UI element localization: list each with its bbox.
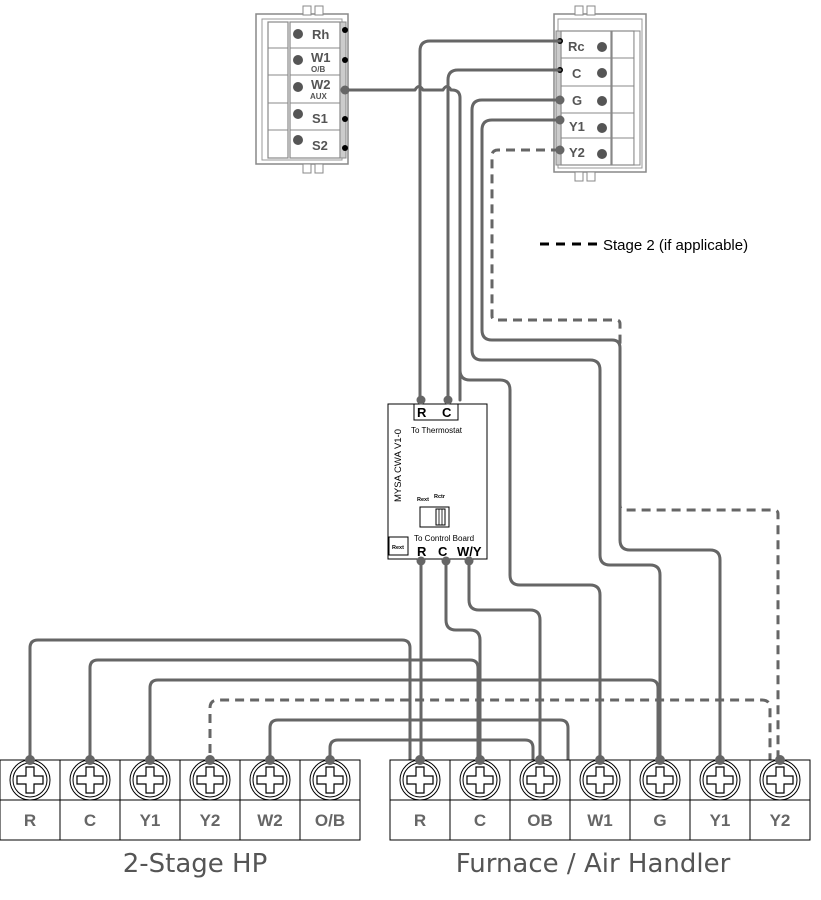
thermostat-left-terminal-block: Rh W1 O/B W2 AUX S1 S2: [255, 5, 350, 174]
legend: Stage 2 (if applicable): [540, 237, 748, 254]
heat-pump-title: 2-Stage HP: [123, 849, 268, 879]
furnace-terminal: Y1: [689, 759, 751, 841]
hp-terminal: C: [59, 759, 121, 841]
screw-icon: [69, 759, 111, 801]
tstat-right-label-c: C: [572, 66, 582, 81]
tstat-right-label-y2: Y2: [569, 145, 585, 160]
switch-label-rctr: Rctr: [434, 494, 446, 500]
screw-icon: [519, 759, 561, 801]
thermostat-right-terminal-block: Rc C G Y1 Y2: [553, 5, 647, 182]
rext-rctr-switch[interactable]: [419, 506, 450, 528]
furnace-terminal: R: [389, 759, 451, 841]
furnace-terminal: OB: [509, 759, 571, 841]
rext-box: [388, 536, 409, 556]
screw-icon: [189, 759, 231, 801]
furnace-terminal-label: G: [653, 811, 666, 830]
screw-icon: [699, 759, 741, 801]
wires: [343, 39, 780, 770]
screw-icon: [639, 759, 681, 801]
furnace-terminal-label: R: [414, 811, 426, 830]
module-top-r: R: [417, 405, 427, 420]
furnace-terminal: Y2: [749, 759, 811, 841]
rext-box-label: Rext: [392, 545, 404, 551]
screw-icon: [293, 55, 303, 65]
tstat-left-sub-aux: AUX: [310, 92, 328, 101]
hp-terminal: O/B: [299, 759, 361, 841]
furnace-title: Furnace / Air Handler: [456, 849, 731, 879]
module-bottom-caption: To Control Board: [414, 534, 474, 543]
tstat-left-label-s1: S1: [312, 111, 328, 126]
tstat-left-sub-ob: O/B: [311, 65, 325, 74]
heat-pump-terminal-block: R C Y1 Y2 W2 O/B: [0, 759, 361, 841]
screw-icon: [249, 759, 291, 801]
furnace-terminal: G: [629, 759, 691, 841]
screw-icon: [293, 29, 303, 39]
screw-icon: [759, 759, 801, 801]
screw-icon: [399, 759, 441, 801]
tstat-left-label-rh: Rh: [312, 27, 329, 42]
furnace-terminal-block: R C OB W1 G Y1 Y2: [389, 759, 811, 841]
module-top-c: C: [442, 405, 452, 420]
terminal-dots: [25, 755, 785, 765]
furnace-terminal-label: W1: [587, 811, 613, 830]
hp-terminal: R: [0, 759, 61, 841]
module-bottom-r: R: [417, 544, 427, 559]
screw-icon: [9, 759, 51, 801]
screw-icon: [309, 759, 351, 801]
furnace-terminal-label: Y1: [710, 811, 731, 830]
wire-module-wy-to-ob: [467, 559, 542, 770]
wire-w2-to-w1: [458, 96, 602, 770]
module-bottom-c: C: [438, 544, 448, 559]
module-model: MYSA CWA V1-0: [393, 429, 404, 502]
tstat-left-label-s2: S2: [312, 138, 328, 153]
furnace-terminal: C: [449, 759, 511, 841]
screw-icon: [579, 759, 621, 801]
tstat-right-label-rc: Rc: [568, 39, 585, 54]
switch-label-rext: Rext: [417, 497, 429, 503]
tstat-left-label-w2: W2: [311, 77, 331, 92]
tstat-right-label-g: G: [572, 93, 582, 108]
module-top-caption: To Thermostat: [411, 426, 463, 435]
hp-terminal: Y2: [179, 759, 241, 841]
screw-icon: [129, 759, 171, 801]
screw-icon: [597, 149, 607, 159]
screw-icon: [597, 42, 607, 52]
screw-icon: [293, 135, 303, 145]
screw-icon: [597, 68, 607, 78]
hp-terminal-label: C: [84, 811, 96, 830]
furnace-terminal-label: OB: [527, 811, 553, 830]
hp-terminal-label: W2: [257, 811, 283, 830]
mysa-cwa-module: R C To Thermostat MYSA CWA V1-0 Rext Rct…: [387, 395, 488, 566]
tstat-right-label-y1: Y1: [569, 119, 585, 134]
screw-icon: [597, 96, 607, 106]
furnace-terminal-label: C: [474, 811, 486, 830]
screw-icon: [293, 109, 303, 119]
screw-icon: [293, 82, 303, 92]
hp-terminal: W2: [239, 759, 301, 841]
hp-terminal: Y1: [119, 759, 181, 841]
tstat-left-label-w1: W1: [311, 50, 331, 65]
hp-terminal-label: Y1: [140, 811, 161, 830]
screw-icon: [459, 759, 501, 801]
hp-terminal-label: R: [24, 811, 36, 830]
wire-module-c-to-furnace-c: [444, 559, 482, 770]
hp-terminal-label: Y2: [200, 811, 221, 830]
legend-stage2-label: Stage 2 (if applicable): [603, 237, 748, 254]
module-bottom-wy: W/Y: [457, 544, 482, 559]
furnace-terminal: W1: [569, 759, 631, 841]
hp-terminal-label: O/B: [315, 811, 345, 830]
hp-wires: [28, 638, 772, 770]
screw-icon: [597, 123, 607, 133]
furnace-terminal-label: Y2: [770, 811, 791, 830]
